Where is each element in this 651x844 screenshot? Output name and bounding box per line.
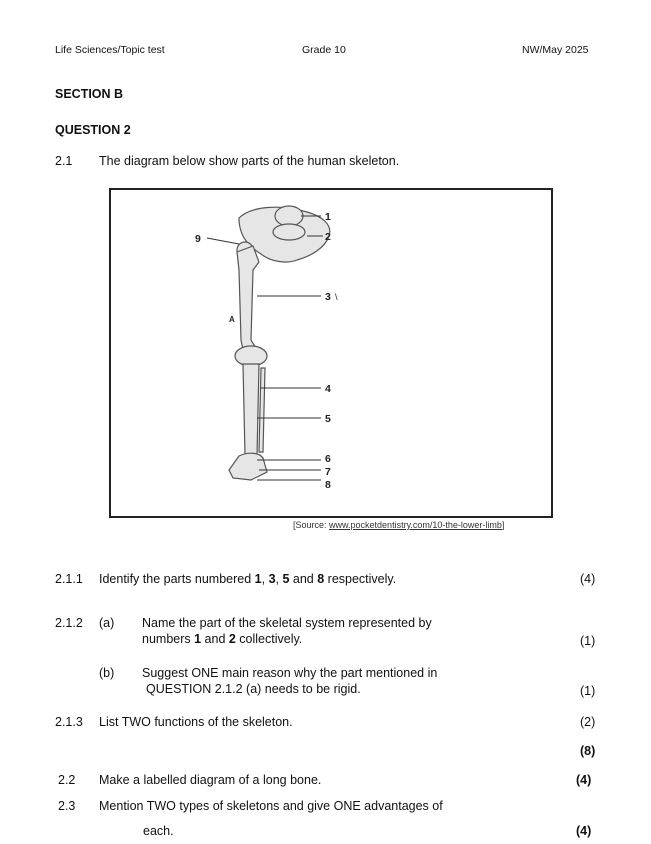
q2-1-3-number: 2.1.3 (55, 715, 83, 729)
figure-label-6: 6 (325, 453, 331, 465)
femur-shape (236, 245, 260, 351)
q2-1-2a-line1: Name the part of the skeletal system rep… (142, 616, 432, 630)
q2-1-2-number: 2.1.2 (55, 616, 83, 630)
q2-1-1-num-1: 1 (254, 572, 262, 586)
header-center: Grade 10 (302, 44, 346, 56)
q2-1-1-sep2: , (275, 572, 283, 586)
question-title: QUESTION 2 (55, 123, 131, 137)
source-link[interactable]: www.pocketdentistry.com/10-the-lower-lim… (329, 520, 502, 530)
vertebra-shape (272, 223, 306, 241)
header-left: Life Sciences/Topic test (55, 44, 165, 56)
skeleton-diagram: 1 2 3 \ 4 5 6 7 8 9 A (109, 188, 553, 518)
figure-label-8: 8 (325, 479, 331, 491)
q2-1-2a-marks: (1) (580, 634, 596, 648)
source-suffix: ] (501, 520, 505, 530)
knee-shape (234, 345, 268, 367)
q2-3-marks: (4) (576, 824, 592, 838)
figure-label-3: 3 (325, 291, 331, 303)
q2-1-2b-line1: Suggest ONE main reason why the part men… (142, 666, 438, 680)
lower-limb-illustration: 1 2 3 \ 4 5 6 7 8 9 A (195, 205, 338, 491)
q2-2-text: Make a labelled diagram of a long bone. (99, 773, 322, 787)
figure-label-9: 9 (195, 233, 201, 245)
q2-2-marks: (4) (576, 773, 592, 787)
leader-line-9 (206, 237, 240, 245)
q2-1-2a-line2-b: collectively. (235, 632, 303, 646)
q2-1-2a-label: (a) (99, 616, 115, 630)
q2-1-3-text: List TWO functions of the skeleton. (99, 715, 293, 729)
figure-label-7: 7 (325, 466, 331, 478)
figure-letter-a: A (229, 315, 235, 324)
figure-label-5: 5 (325, 413, 331, 425)
q2-1-2a-line2: numbers 1 and 2 collectively. (142, 632, 302, 646)
q2-3-number: 2.3 (58, 799, 76, 813)
fibula-shape (258, 367, 266, 453)
foot-shape (228, 452, 268, 481)
q2-1-1-num-8: 8 (317, 572, 325, 586)
sacrum-shape (274, 205, 304, 227)
q2-1-1-text-b: respectively. (324, 572, 397, 586)
figure-label-2: 2 (325, 231, 331, 243)
q2-1-1-text-a: Identify the parts numbered (99, 572, 255, 586)
q2-1-text: The diagram below show parts of the huma… (99, 154, 400, 168)
source-prefix: [Source: (293, 520, 330, 530)
q2-3-line1: Mention TWO types of skeletons and give … (99, 799, 443, 813)
q2-1-number: 2.1 (55, 154, 73, 168)
q2-1-1-num-3: 3 (268, 572, 276, 586)
figure-source: [Source: www.pocketdentistry.com/10-the-… (293, 520, 504, 530)
question-2-1-subtotal: (8) (580, 744, 596, 758)
q2-1-2a-num-2: 2 (228, 632, 236, 646)
q2-2-number: 2.2 (58, 773, 76, 787)
figure-label-1: 1 (325, 211, 331, 223)
q2-1-1-number: 2.1.1 (55, 572, 83, 586)
tibia-shape (242, 363, 260, 461)
q2-1-2b-marks: (1) (580, 684, 596, 698)
q2-1-2a-and: and (201, 632, 229, 646)
q2-3-line2: each. (143, 824, 174, 838)
q2-1-1-sep1: , (261, 572, 269, 586)
q2-1-1-num-5: 5 (282, 572, 290, 586)
q2-1-1-text: Identify the parts numbered 1, 3, 5 and … (99, 572, 396, 586)
q2-1-2a-num-1: 1 (194, 632, 202, 646)
header-right: NW/May 2025 (522, 44, 589, 56)
q2-1-1-marks: (4) (580, 572, 596, 586)
q2-1-2b-label: (b) (99, 666, 115, 680)
figure-label-4: 4 (325, 383, 331, 395)
figure-tick-mark: \ (335, 292, 338, 302)
q2-1-3-marks: (2) (580, 715, 596, 729)
q2-1-1-sep3: and (289, 572, 318, 586)
section-title: SECTION B (55, 87, 124, 101)
q2-1-2b-line2: QUESTION 2.1.2 (a) needs to be rigid. (146, 682, 361, 696)
q2-1-2a-line2-a: numbers (142, 632, 195, 646)
